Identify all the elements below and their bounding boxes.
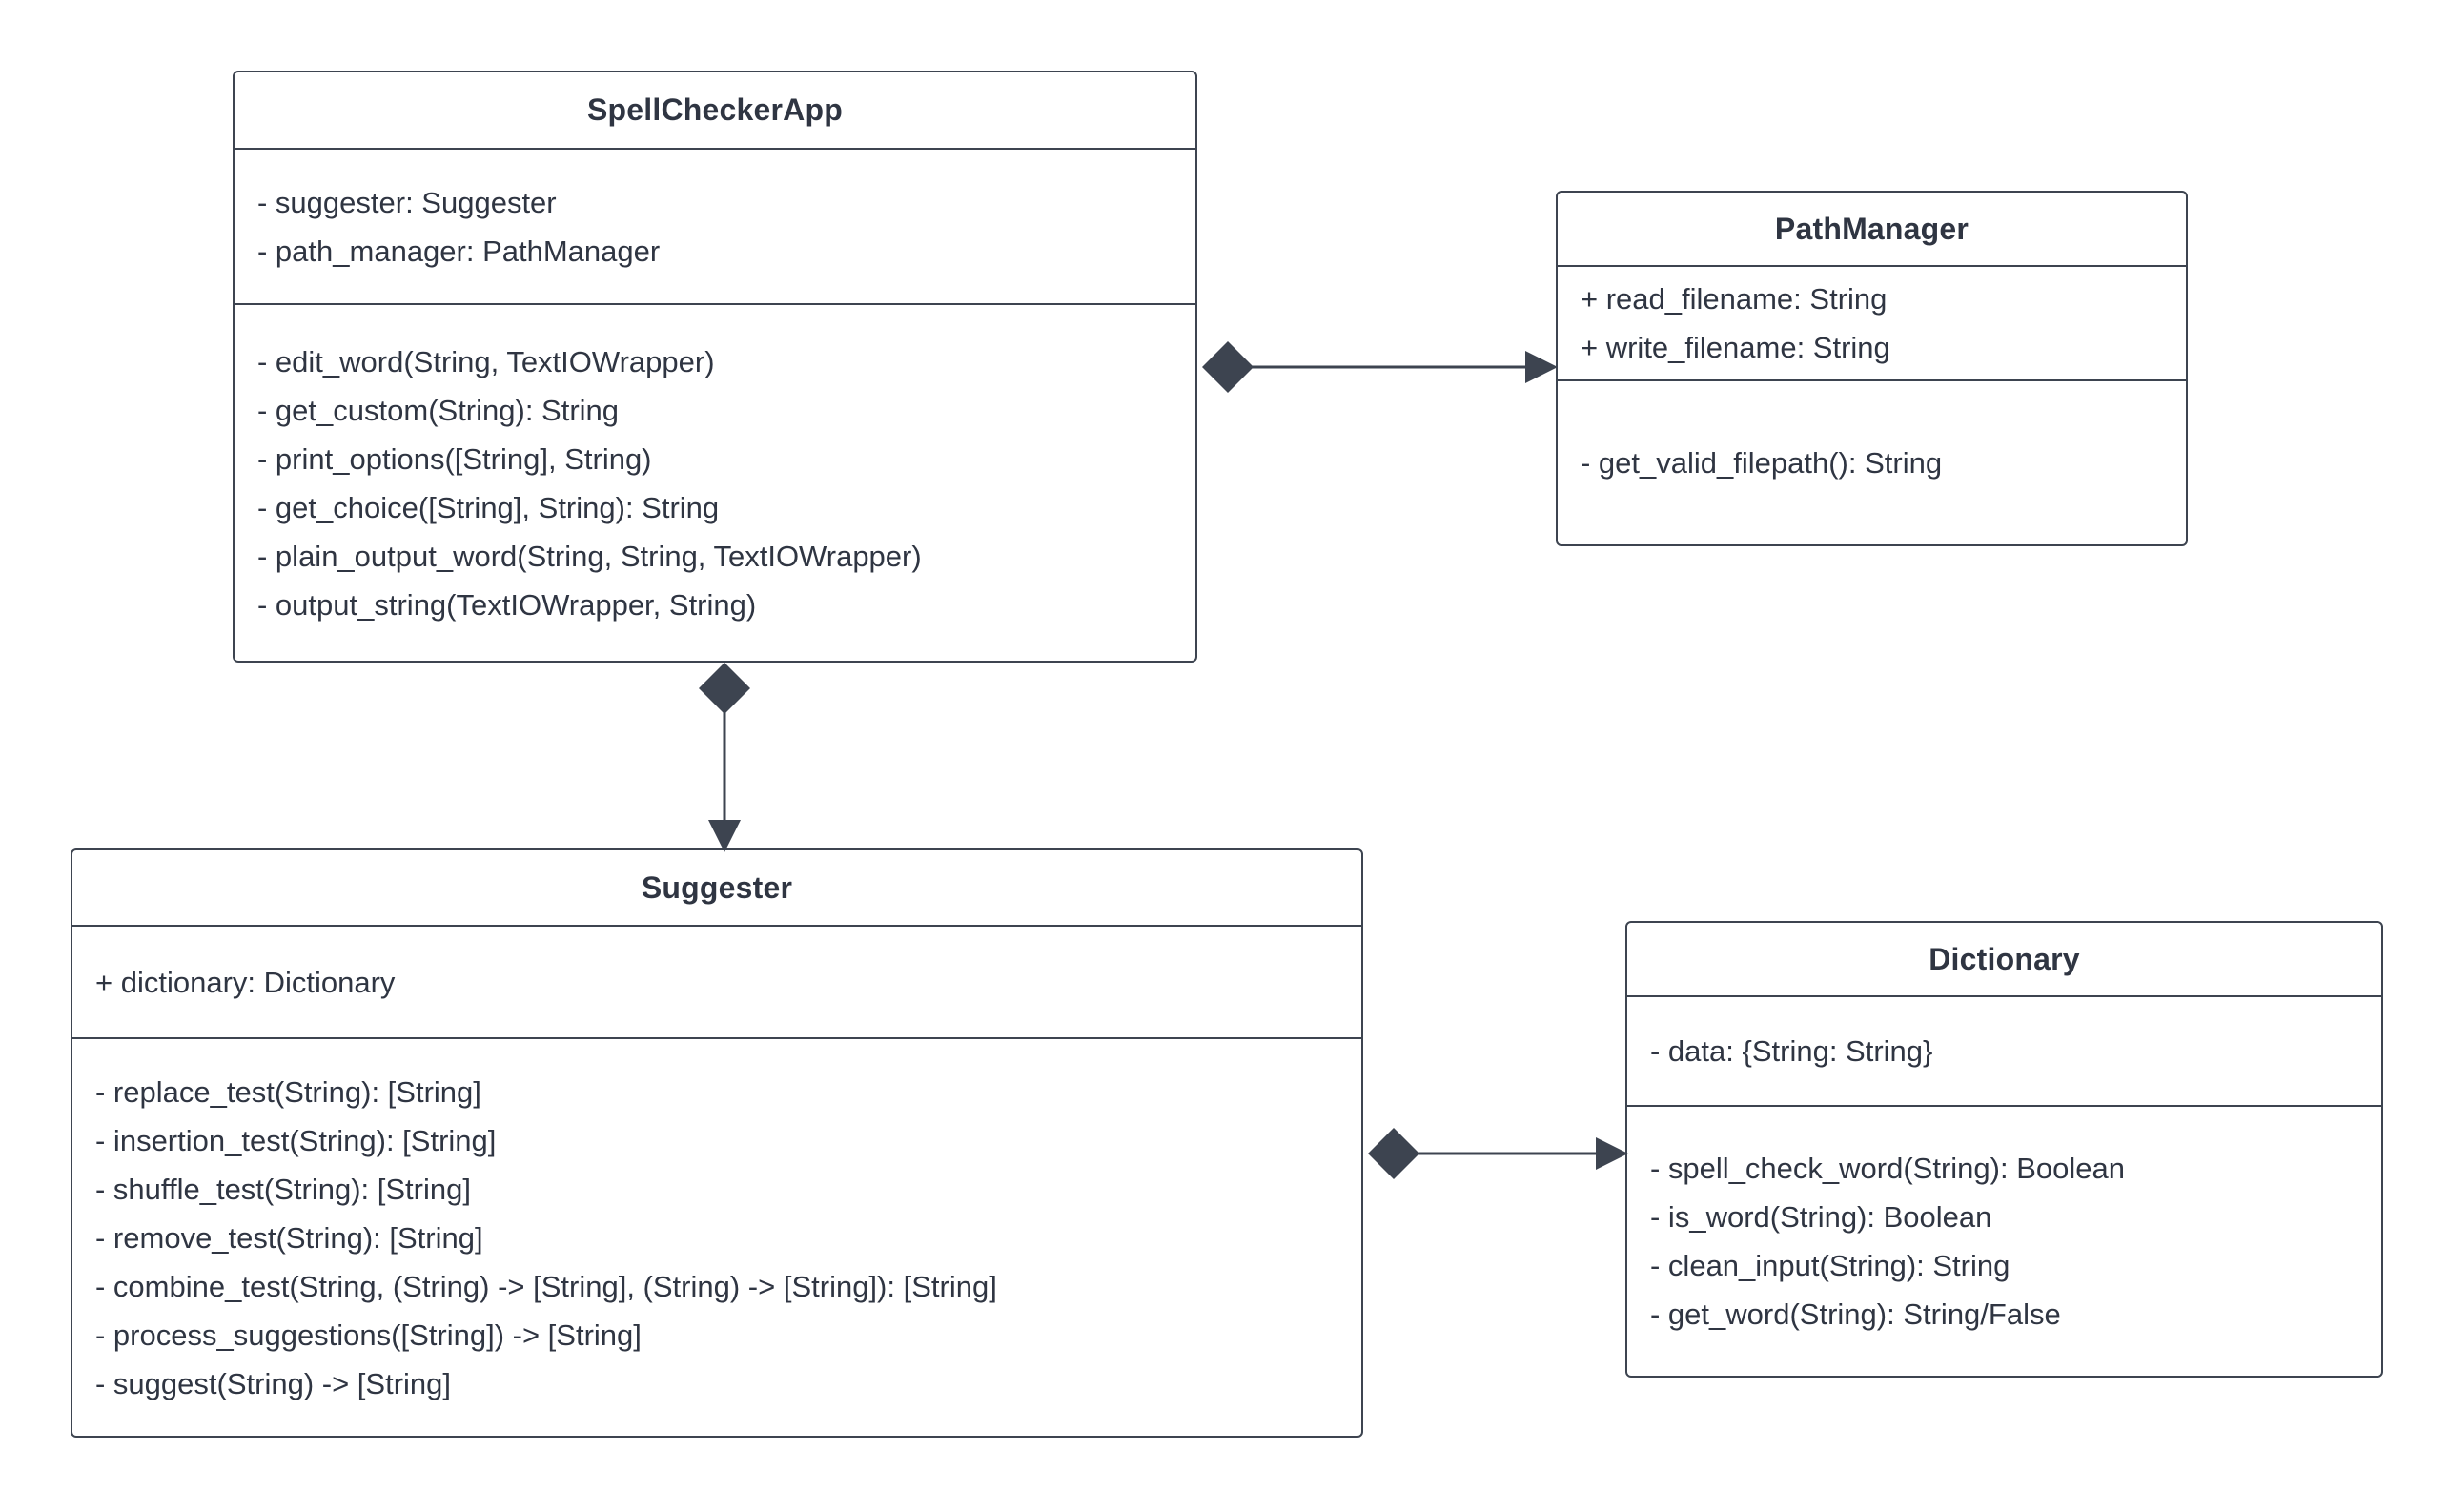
operation-line: - remove_test(String): [String] (95, 1220, 483, 1255)
attribute-line: + write_filename: String (1581, 331, 1890, 364)
composition-connector-suggester-to-dictionary (1368, 1128, 1628, 1179)
class-attributes-suggester: + dictionary: Dictionary (72, 925, 1361, 1037)
class-title-suggester: Suggester (641, 869, 793, 905)
operation-line: - get_choice([String], String): String (257, 490, 720, 524)
class-box-pathmanager[interactable]: PathManager + read_filename: String + wr… (1556, 191, 2188, 546)
operation-line: - plain_output_word(String, String, Text… (257, 539, 922, 573)
composition-diamond-icon (699, 663, 750, 714)
attribute-line: + read_filename: String (1581, 282, 1888, 316)
operation-line: - shuffle_test(String): [String] (95, 1172, 471, 1206)
operation-line: - print_options([String], String) (257, 441, 652, 476)
arrowhead-icon (1596, 1137, 1628, 1170)
class-box-suggester[interactable]: Suggester + dictionary: Dictionary - rep… (71, 848, 1363, 1438)
operation-line: - get_custom(String): String (257, 393, 620, 427)
class-box-dictionary[interactable]: Dictionary - data: {String: String} - sp… (1625, 921, 2383, 1378)
composition-connector-app-to-suggester (699, 663, 750, 852)
class-attributes-pathmanager: + read_filename: String + write_filename… (1558, 265, 2186, 379)
operation-line: - output_string(TextIOWrapper, String) (257, 587, 757, 622)
attribute-line: + dictionary: Dictionary (95, 965, 396, 999)
operation-line: - edit_word(String, TextIOWrapper) (257, 344, 715, 378)
attribute-line: - path_manager: PathManager (257, 234, 661, 268)
operation-line: - replace_test(String): [String] (95, 1074, 481, 1109)
class-title-spellcheckerapp: SpellCheckerApp (587, 92, 843, 127)
class-attributes-spellcheckerapp: - suggester: Suggester - path_manager: P… (235, 148, 1195, 303)
operation-line: - process_suggestions([String]) -> [Stri… (95, 1318, 642, 1352)
operation-line: - insertion_test(String): [String] (95, 1123, 497, 1157)
composition-connector-app-to-pathmanager (1202, 341, 1558, 393)
class-box-spellcheckerapp[interactable]: SpellCheckerApp - suggester: Suggester -… (233, 71, 1197, 663)
class-title-pathmanager: PathManager (1774, 211, 1969, 246)
class-operations-spellcheckerapp: - edit_word(String, TextIOWrapper) - get… (235, 303, 1195, 661)
operation-line: - get_valid_filepath(): String (1581, 446, 1943, 480)
operation-line: - clean_input(String): String (1650, 1249, 2010, 1282)
class-operations-dictionary: - spell_check_word(String): Boolean - is… (1627, 1105, 2381, 1376)
operation-line: - combine_test(String, (String) -> [Stri… (95, 1269, 997, 1303)
arrowhead-icon (1525, 351, 1558, 383)
composition-diamond-icon (1202, 341, 1254, 393)
class-operations-suggester: - replace_test(String): [String] - inser… (72, 1037, 1361, 1436)
class-title-dictionary: Dictionary (1929, 941, 2080, 976)
composition-diamond-icon (1368, 1128, 1419, 1179)
operation-line: - is_word(String): Boolean (1650, 1200, 1992, 1234)
operation-line: - spell_check_word(String): Boolean (1650, 1152, 2125, 1185)
class-attributes-dictionary: - data: {String: String} (1627, 995, 2381, 1105)
operation-line: - get_word(String): String/False (1650, 1297, 2061, 1331)
class-operations-pathmanager: - get_valid_filepath(): String (1558, 379, 2186, 544)
attribute-line: - data: {String: String} (1650, 1034, 1933, 1068)
arrowhead-icon (708, 820, 741, 852)
operation-line: - suggest(String) -> [String] (95, 1366, 451, 1400)
attribute-line: - suggester: Suggester (257, 185, 557, 219)
